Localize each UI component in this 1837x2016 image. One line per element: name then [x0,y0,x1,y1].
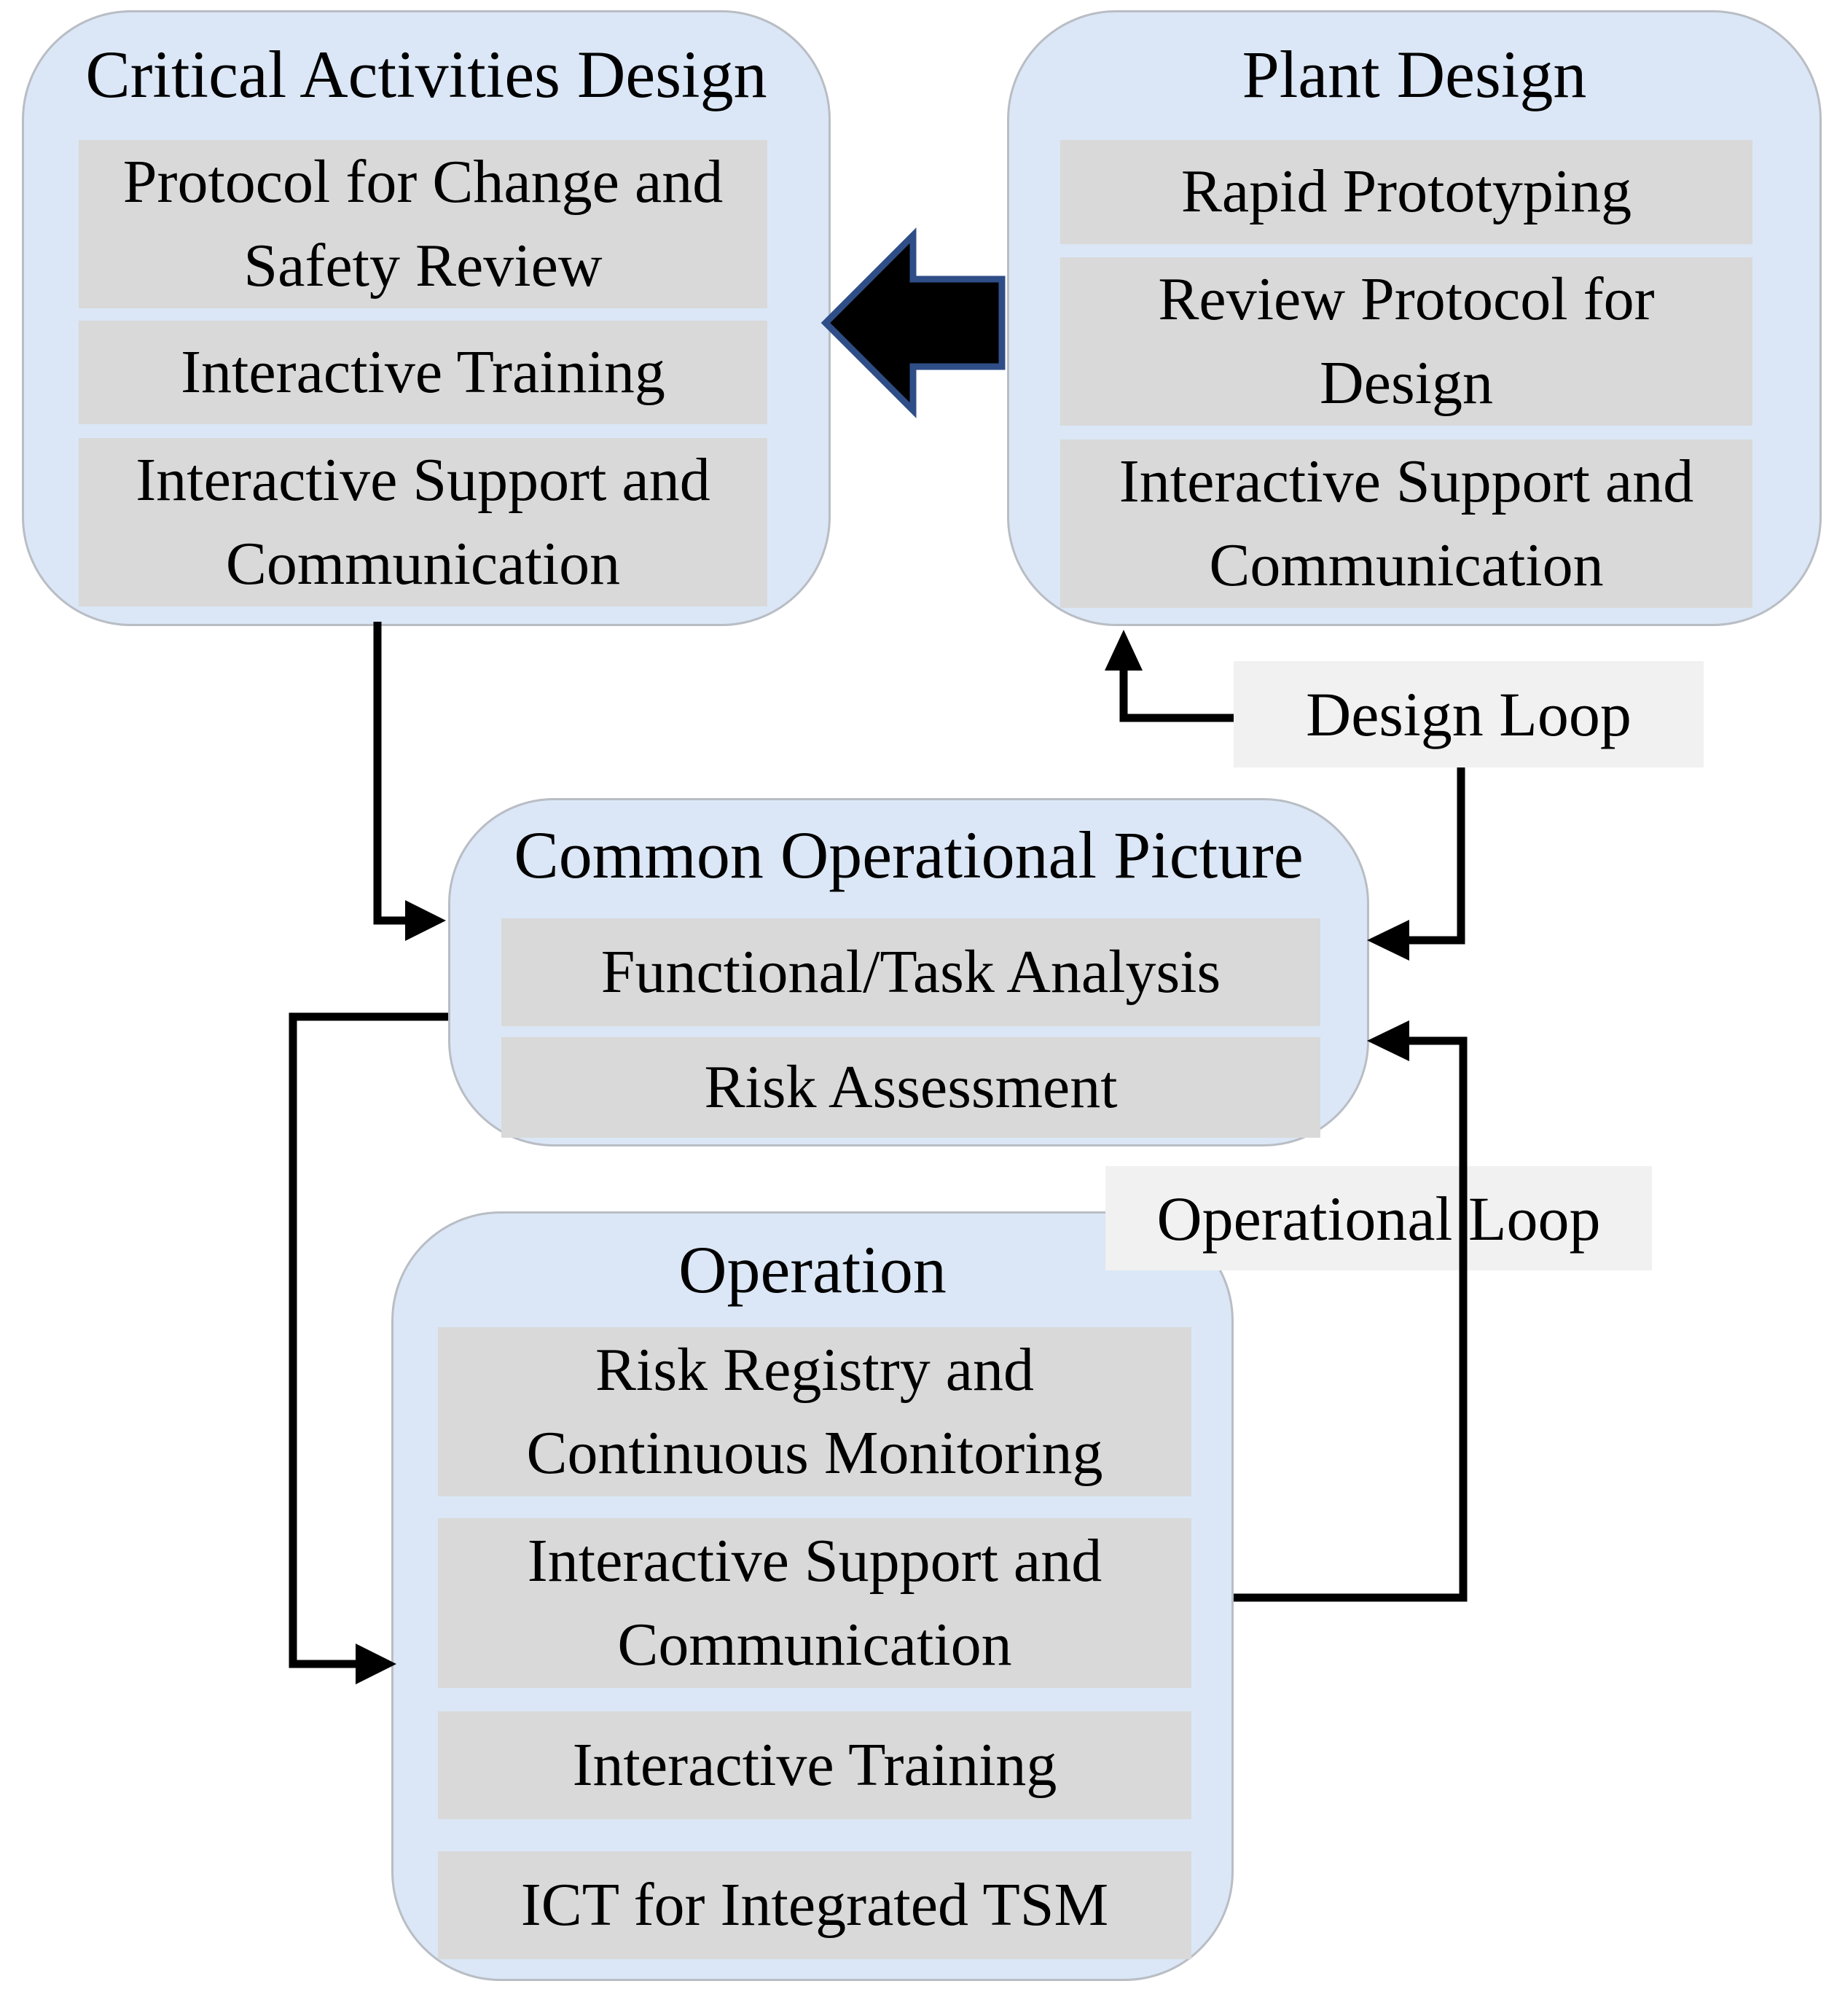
item-functional-task-analysis: Functional/Task Analysis [501,918,1320,1026]
panel-title-common-operational-picture: Common Operational Picture [514,818,1304,892]
arrowhead-cop-to-operation [356,1644,396,1684]
panel-common-operational-picture: Common Operational Picture Functional/Ta… [448,798,1369,1146]
item-protocol-for-change-and-safety-review: Protocol for Change and Safety Review [79,140,767,308]
arrowhead-operation-to-cop [1367,1020,1409,1061]
connector-design-loop-to-plant [1119,668,1234,722]
item-rapid-prototyping: Rapid Prototyping [1060,140,1752,244]
panel-critical-activities-design: Critical Activities Design Protocol for … [22,10,831,626]
item-interactive-training-operation: Interactive Training [438,1711,1191,1819]
item-interactive-training-design: Interactive Training [79,321,767,424]
panel-title-plant-design: Plant Design [1242,37,1587,112]
item-risk-assessment: Risk Assessment [501,1037,1320,1138]
arrowhead-design-loop-to-cop [1367,920,1409,961]
item-review-protocol-for-design: Review Protocol for Design [1060,257,1752,426]
big-arrow-plant-to-critical [820,227,1006,418]
label-design-loop: Design Loop [1234,661,1704,767]
panel-title-critical-activities-design: Critical Activities Design [85,37,767,112]
panel-operation: Operation Risk Registry and Continuous M… [391,1211,1234,1981]
item-interactive-support-communication-operation: Interactive Support and Communication [438,1518,1191,1688]
panel-title-operation: Operation [678,1232,947,1307]
label-operational-loop: Operational Loop [1105,1166,1652,1270]
item-interactive-support-communication-plant: Interactive Support and Communication [1060,439,1752,608]
item-interactive-support-communication-design: Interactive Support and Communication [79,438,767,606]
connector-design-loop-to-cop [1408,767,1465,945]
connector-critical-to-cop [373,622,407,925]
item-risk-registry-continuous-monitoring: Risk Registry and Continuous Monitoring [438,1327,1191,1496]
arrowhead-critical-to-cop [405,900,446,941]
panel-plant-design: Plant Design Rapid Prototyping Review Pr… [1007,10,1822,626]
arrowhead-design-loop-to-plant [1105,630,1143,671]
item-ict-for-integrated-tsm: ICT for Integrated TSM [438,1851,1191,1959]
